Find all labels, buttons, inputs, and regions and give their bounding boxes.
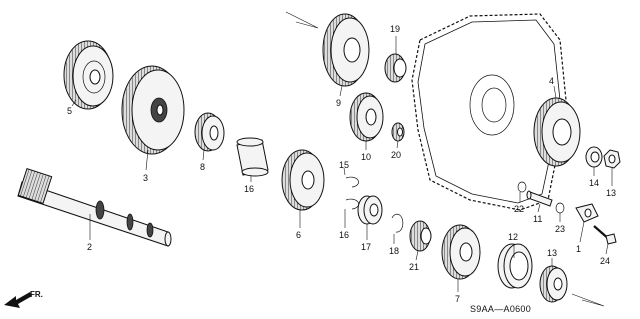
label-part-18: 17 (361, 242, 371, 252)
bolt-part-24 (593, 225, 617, 245)
leader-lines (71, 36, 613, 292)
nut-part-14 (603, 149, 621, 169)
front-direction-label: FR. (30, 290, 43, 299)
label-part-9: 9 (336, 98, 341, 108)
drawing-code: S9AA—A0600 (470, 304, 531, 314)
label-part-1: 1 (576, 244, 581, 254)
label-part-14: 13 (606, 188, 616, 198)
front-direction-indicator: FR. (4, 290, 43, 308)
label-part-5: 5 (67, 106, 72, 116)
circlip-part-19 (391, 213, 404, 233)
label-part-6: 6 (296, 230, 301, 240)
front-arrow-icon (4, 292, 32, 308)
needle-bearing-part-22 (409, 220, 432, 252)
ring-part-12 (497, 243, 533, 289)
snap-ring-part-16 (345, 176, 359, 210)
label-part-2: 2 (87, 242, 92, 252)
bracket-part-1 (575, 203, 599, 223)
label-part-16b: 16 (339, 230, 349, 240)
label-part-21: 20 (391, 150, 401, 160)
label-part-17: 16 (244, 184, 254, 194)
label-part-11: 11 (533, 214, 542, 224)
label-part-23b: 23 (555, 224, 565, 234)
bearing-part-21 (391, 122, 405, 142)
sleeve-part-17 (236, 137, 269, 177)
gear-part-5 (63, 40, 114, 110)
label-part-12: 12 (508, 232, 518, 242)
pointer-arrow-bottom (571, 293, 605, 307)
gear-part-10 (349, 92, 384, 142)
label-part-20: 19 (390, 24, 400, 34)
label-part-10: 10 (361, 152, 371, 162)
gear-part-9 (322, 13, 370, 87)
washer-part-15 (585, 146, 603, 168)
pin-part-11 (526, 190, 553, 207)
shaft-part-2 (17, 168, 172, 247)
gear-part-8 (194, 112, 225, 152)
bearing-part-20 (384, 53, 407, 83)
o-ring-part-23a (517, 181, 527, 193)
gear-part-4 (533, 97, 581, 167)
label-part-19: 18 (389, 246, 399, 256)
o-ring-part-23b (555, 202, 565, 214)
gear-part-6 (281, 149, 325, 211)
label-part-24: 24 (600, 256, 610, 266)
gear-part-7 (441, 224, 481, 280)
gear-part-3 (121, 65, 185, 155)
label-part-3: 3 (143, 173, 148, 183)
label-part-15: 14 (589, 178, 599, 188)
gear-part-13 (539, 265, 568, 303)
label-part-7: 7 (455, 294, 460, 304)
label-part-13: 13 (547, 248, 557, 258)
label-part-16a: 15 (339, 160, 349, 170)
pointer-arrow-top (285, 11, 319, 29)
label-part-22: 21 (409, 262, 419, 272)
label-part-8: 8 (200, 162, 205, 172)
bearing-part-18 (357, 195, 383, 225)
label-part-23a: 22 (514, 204, 524, 214)
label-part-4: 4 (549, 76, 554, 86)
